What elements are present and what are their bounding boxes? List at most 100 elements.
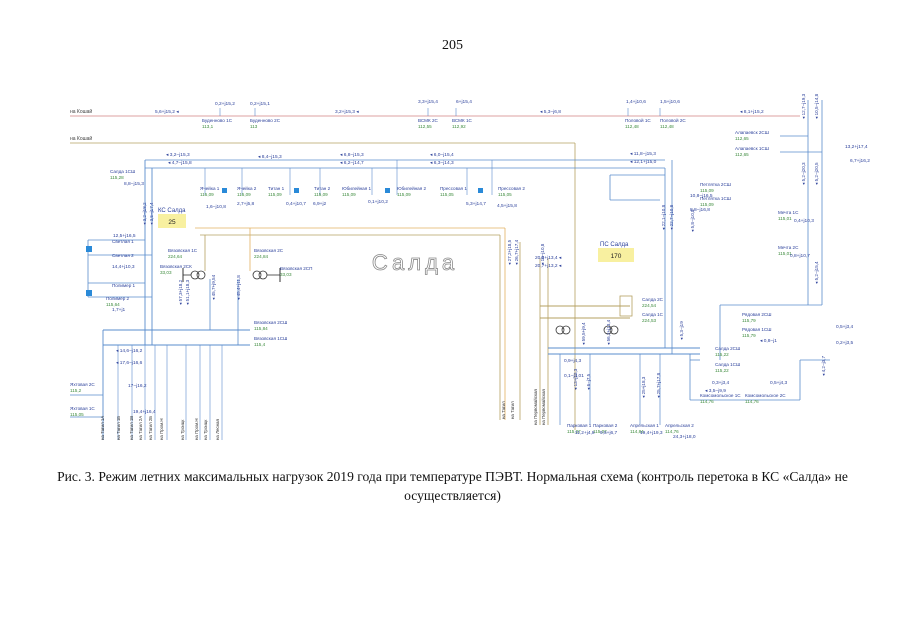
vertical-flow-label: ◂ 12,7−j19,3 <box>801 93 806 119</box>
node-name: Мечта 2С <box>778 245 799 250</box>
node-name: Половой 1С <box>625 117 651 123</box>
flow-label: ◂ 5,3−j6,8 <box>540 109 561 115</box>
flow-label: 5,6+j15,2 ◂ <box>155 109 179 115</box>
node-name: Буденново 2С <box>250 118 281 123</box>
outgoing-line-label: на Троицк <box>180 420 185 440</box>
flow-label: ◂ 3,5−j9,9 <box>705 388 726 394</box>
node-name: Петлятка 2СШ <box>700 182 731 187</box>
node-voltage: 33,03 <box>160 270 172 275</box>
node-name: Салда 1СШ <box>110 169 135 174</box>
flow-label: ◂ 6,3−j14,3 <box>430 160 454 166</box>
node-name: Салда 2СШ <box>715 346 740 351</box>
node-name: Ячейка 1 <box>200 185 220 191</box>
node-voltage: 115,64 <box>106 302 120 307</box>
node-voltage: 115,07 <box>567 429 581 434</box>
vertical-flow-label: ◂ 26,7+j17,4 <box>514 239 519 265</box>
flow-label: 12,5+j16,5 <box>113 233 136 239</box>
node-name: Яхтовая 1С <box>70 406 95 411</box>
node-voltage: 112,65 <box>735 136 749 141</box>
node-voltage: 224,53 <box>642 318 656 323</box>
node-voltage: 114,84 <box>630 429 644 434</box>
flow-label: 1,5+j10,6 <box>660 99 680 105</box>
node-voltage: 33,03 <box>280 272 292 277</box>
node-name: Парковая 2 <box>593 423 618 428</box>
vertical-flow-label: ◂ 59,5+j9,4 <box>581 322 586 345</box>
node-voltage: 112,92 <box>452 124 466 129</box>
outgoing-line-label: на Пром.Н <box>194 418 199 440</box>
flow-label: ◂ 6,8−j15,3 <box>340 152 364 158</box>
node-voltage: 112,65 <box>735 152 749 157</box>
node-name: Полимер 1 <box>112 283 136 288</box>
node-voltage: 115,2 <box>70 388 82 393</box>
node-name: Прессовая 2 <box>498 186 525 191</box>
node-name: Ячейка 2 <box>237 185 257 191</box>
network-lines <box>70 100 830 440</box>
node-voltage: 115,05 <box>440 192 454 197</box>
flow-label: 0,8+j10,7 <box>790 253 810 259</box>
vertical-flow-label: ◂ 13+j13,3 <box>573 368 578 390</box>
flow-label: 8,8−j16,8 <box>690 207 710 213</box>
line-label-koshaj-2: на Кошай <box>70 135 92 142</box>
vertical-flow-label: ◂ 5,2−j20,3 <box>801 162 806 185</box>
page-number: 205 <box>442 38 463 53</box>
flow-label: ◂ 4,7−j15,8 <box>168 160 192 166</box>
vertical-flow-label: ◂ 10−j10,8 <box>540 243 545 265</box>
flow-label: ◂ 3,2−j15,3 <box>166 152 190 158</box>
node-name: Юбилейная 2 <box>397 185 426 191</box>
flow-label: 24,3+j18,0 <box>673 434 696 440</box>
flow-label: 3,2+j15,3 ◂ <box>335 109 359 115</box>
flow-label: 14,4+j10,3 <box>112 264 135 270</box>
node-name: ВСМК 1С <box>452 118 473 123</box>
outgoing-line-label: на Тагил 2Б <box>148 416 153 440</box>
node-voltage: 115,79 <box>742 333 756 338</box>
flow-label: 10,8−j16,5 <box>690 193 713 199</box>
flow-label: ◂ 8,1+j15,2 <box>740 109 764 115</box>
node-voltage: 115,05 <box>70 412 84 417</box>
node-name: Титан 1 <box>268 186 285 191</box>
vertical-flow-labels: ◂ 3,2−j18,2◂ 3,5−j17,4◂ 45,7+j9,54◂ 45,4… <box>142 93 826 398</box>
outgoing-line-label: на Троицк <box>203 420 208 440</box>
vertical-flow-label: ◂ 25,7+j17,8 <box>656 372 661 398</box>
vertical-flow-label: ◂ 22,1−j10,8 <box>661 204 666 230</box>
node-voltage: 115,05 <box>498 192 512 197</box>
flow-label: 0,2+j3,5 <box>836 340 854 346</box>
outgoing-line-label: на Тагил 2А <box>138 416 143 440</box>
node-name: Мечта 1С <box>778 210 799 215</box>
node-voltage: 112,55 <box>418 124 432 129</box>
flow-label: 2,7+j5,8 <box>237 201 255 207</box>
vertical-flow-label: ◂ 56,2+j13,4 <box>606 319 611 345</box>
outgoing-line-label: на Тагил 1Б <box>116 416 121 440</box>
node-voltage: 115,01 <box>778 251 792 256</box>
vertical-flow-label: ◂ 3,5−j17,4 <box>149 202 154 225</box>
vertical-flow-label: ◂ 22,7−j10,8 <box>669 204 674 230</box>
flow-label: 19,4+j19,3 <box>640 430 663 436</box>
node-name: Яхтовая 2С <box>70 382 95 387</box>
node-voltage: 115,28 <box>110 175 124 180</box>
flow-label: 1,6−j10,8 <box>206 204 226 210</box>
vertical-flow-label: ◂ 5,8−j10,8 <box>690 209 695 232</box>
node-voltage: 115,79 <box>742 318 756 323</box>
node-name: Петлятка 1СШ <box>700 196 731 201</box>
node-name: Вязовская 1СШ <box>254 336 287 341</box>
node-voltage: 115,22 <box>715 368 729 373</box>
node-voltage: 112,48 <box>660 124 674 129</box>
